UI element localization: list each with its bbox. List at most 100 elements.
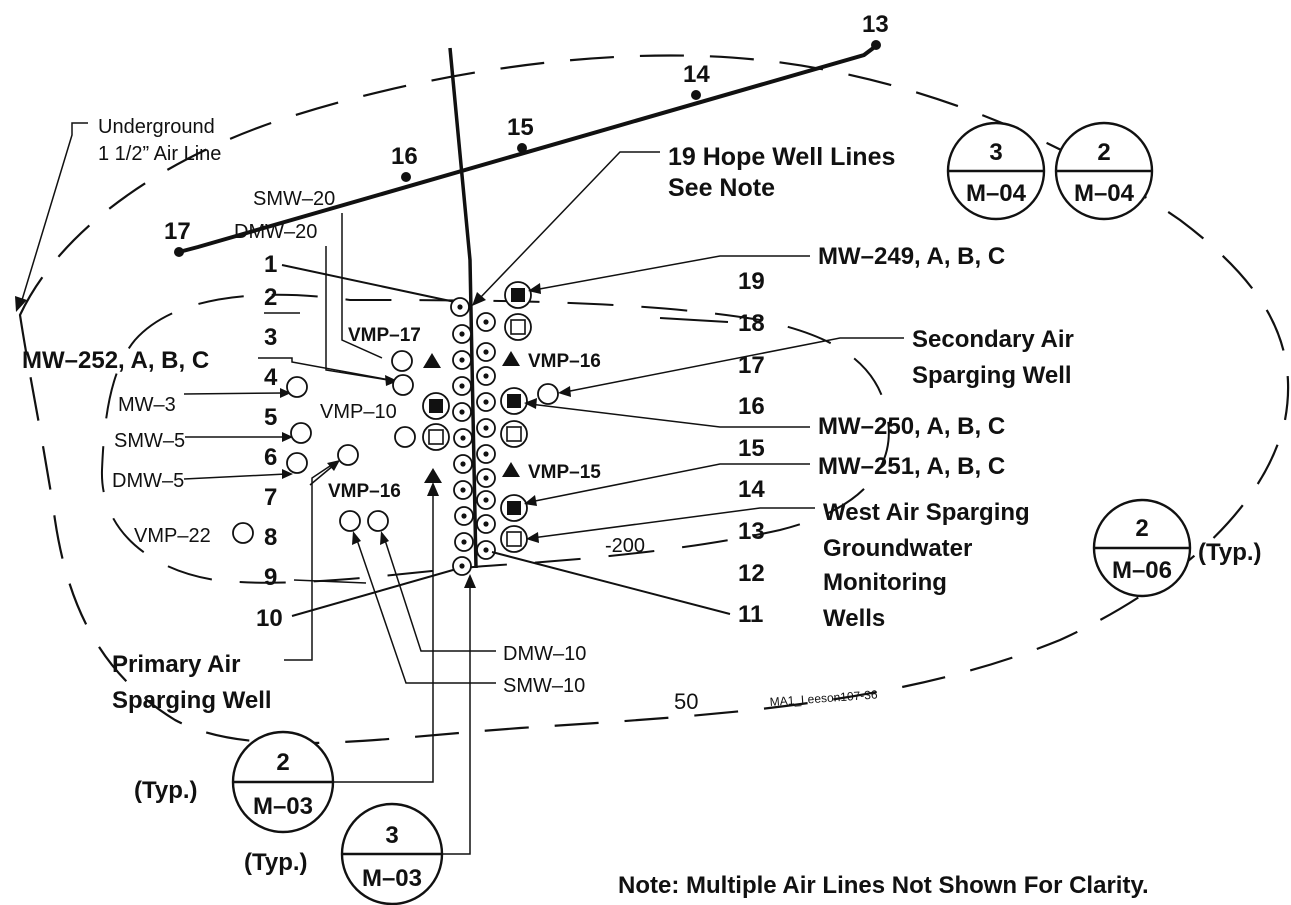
mw251-leader (529, 463, 810, 503)
leader-9 (293, 579, 367, 584)
well-label-vmp22: VMP–22 (134, 525, 211, 547)
dmw5-leader (183, 473, 287, 480)
contour-label-200: -200 (605, 535, 645, 557)
vertical-supply-line (448, 47, 478, 569)
leader-11 (491, 551, 731, 615)
arrowhead (528, 283, 541, 294)
west-wells-label: Groundwater (823, 535, 972, 562)
mw252-square-open (428, 429, 444, 445)
left-number: 7 (264, 484, 277, 511)
underground-label: Underground (98, 116, 215, 138)
hope-well-column-right (476, 312, 496, 560)
typ-label: (Typ.) (1198, 539, 1262, 566)
well-4 (286, 376, 308, 398)
contour-label-50: 50 (674, 689, 698, 714)
detail-ref-2-m03: 2 M–03 (231, 730, 335, 834)
arrowhead (526, 532, 539, 543)
well-label-vmp15: VMP–15 (528, 462, 601, 483)
mw252-label: MW–252, A, B, C (22, 347, 209, 374)
air-main-line (178, 44, 878, 254)
contour-50 (18, 54, 1290, 745)
line-point-14 (691, 90, 701, 100)
west-wells-leader (531, 507, 815, 539)
well-label-vmp16-right: VMP–16 (528, 351, 601, 372)
typ-label: (Typ.) (244, 849, 308, 876)
left-number: 10 (256, 605, 283, 632)
mw251-label: MW–251, A, B, C (818, 453, 1005, 480)
well-label-dmw10: DMW–10 (503, 643, 586, 665)
arrowhead (385, 375, 398, 386)
detail-ref-2-m04: 2 M–04 (1054, 121, 1154, 221)
secondary-label: Sparging Well (912, 362, 1072, 389)
detail-ref-3-m03: 3 M–03 (340, 802, 444, 905)
svg-text:M–04: M–04 (1074, 180, 1135, 207)
vmp16-right-triangle (502, 351, 520, 366)
svg-text:M–03: M–03 (362, 865, 422, 892)
mw250-square-open (506, 426, 522, 442)
smw10-leader (355, 536, 496, 684)
right-number: 16 (738, 393, 765, 420)
line-point-label: 13 (862, 11, 889, 38)
primary-leader (284, 461, 337, 661)
right-number: 13 (738, 518, 765, 545)
right-number: 12 (738, 560, 765, 587)
underground-leader (21, 122, 88, 301)
hope-well-column-left (450, 297, 474, 576)
svg-text:3: 3 (989, 139, 1002, 166)
well-label-vmp10: VMP–10 (320, 401, 397, 423)
leader-1 (281, 264, 456, 303)
mw249-square-open (510, 319, 526, 335)
line-point-label: 16 (391, 143, 418, 170)
note-text: Note: Multiple Air Lines Not Shown For C… (618, 872, 1149, 899)
left-number: 2 (264, 284, 277, 311)
west-wells-label: Monitoring (823, 569, 947, 596)
svg-text:M–03: M–03 (253, 793, 313, 820)
mw252-leader (258, 357, 391, 381)
svg-text:2: 2 (276, 749, 289, 776)
right-number: 19 (738, 268, 765, 295)
detail-2-m03-leader (333, 486, 434, 783)
credit-text: MA1_Leeson107-36 (769, 687, 878, 709)
arrowhead (282, 432, 293, 442)
west-wells-label: Wells (823, 605, 885, 632)
line-point-15 (517, 143, 527, 153)
mw3-leader (183, 392, 285, 395)
smw20-leader (341, 213, 383, 359)
underground-label: 1 1/2” Air Line (98, 143, 221, 165)
line-point-label: 15 (507, 114, 534, 141)
arrowhead (464, 574, 476, 588)
right-number: 17 (738, 352, 765, 379)
detail-3-m03-leader (442, 580, 471, 855)
primary-label: Primary Air (112, 651, 241, 678)
mw251-square-open (506, 531, 522, 547)
arrowhead (558, 386, 571, 397)
dmw20-leader (325, 246, 389, 381)
svg-text:3: 3 (385, 822, 398, 849)
mw249-label: MW–249, A, B, C (818, 243, 1005, 270)
secondary-label: Secondary Air (912, 326, 1074, 353)
dmw10-leader (383, 536, 496, 652)
hope-well-leader (479, 151, 660, 299)
secondary-leader (564, 337, 904, 393)
arrowhead (15, 296, 27, 312)
svg-text:2: 2 (1097, 139, 1110, 166)
arrowhead (524, 495, 537, 506)
line-point-16 (401, 172, 411, 182)
mw249-leader (533, 255, 810, 291)
dmw10-well (367, 510, 389, 532)
vmp22-well (232, 522, 254, 544)
well-5 (290, 422, 312, 444)
leader-10 (291, 567, 461, 617)
line-point-label: 14 (683, 61, 710, 88)
mw250-label: MW–250, A, B, C (818, 413, 1005, 440)
vmp10-well (337, 444, 359, 466)
mw249-square-filled (511, 288, 525, 302)
secondary-left-well (394, 426, 416, 448)
west-wells-label: West Air Sparging (823, 499, 1030, 526)
hope-well-label: 19 Hope Well Lines (668, 143, 895, 171)
arrowhead (327, 460, 340, 471)
well-label-smw20: SMW–20 (253, 188, 335, 210)
detail-ref-3-m04: 3 M–04 (946, 121, 1046, 221)
arrowhead (280, 388, 291, 398)
svg-text:M–04: M–04 (966, 180, 1027, 207)
